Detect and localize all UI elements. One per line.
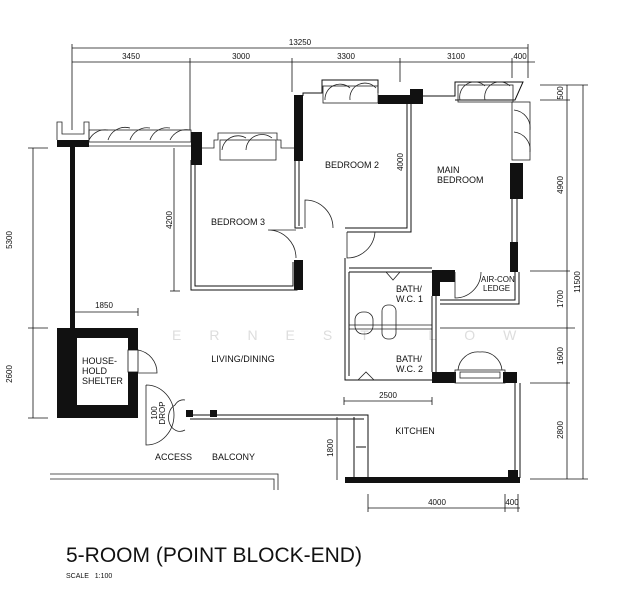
dim-right-4: 1600 (556, 347, 565, 365)
dim-top-3: 3300 (337, 52, 355, 61)
room-label-kitchen: KITCHEN (395, 426, 435, 436)
room-label-main-bedroom-2: BEDROOM (437, 175, 484, 185)
room-label-aircon-line1: AIR-CON (481, 275, 515, 284)
room-label-shelter-1: HOUSE- (82, 356, 117, 366)
room-label-bath-1-line1: BATH/ (396, 284, 422, 294)
living-window (56, 121, 202, 330)
dim-kitchen-side: 1800 (326, 439, 335, 457)
room-label-bedroom-2: BEDROOM 2 (325, 160, 379, 170)
room-label-balcony: BALCONY (212, 452, 255, 462)
dim-bath-width: 2500 (379, 391, 397, 400)
dim-bedroom3-depth: 4200 (165, 211, 174, 229)
dim-top-1: 3450 (122, 52, 140, 61)
access-balcony: 100 DROP ACCESS BALCONY (50, 384, 279, 490)
dim-overall-height: 11500 (573, 271, 582, 293)
plan-title: 5-ROOM (POINT BLOCK-END) (66, 544, 362, 567)
dim-bedroom2-depth: 4000 (396, 153, 405, 171)
room-label-bath-1-line2: W.C. 1 (396, 294, 423, 304)
room-label-shelter-2: HOLD (82, 366, 108, 376)
room-label-bedroom-3: BEDROOM 3 (211, 217, 265, 227)
room-label-shelter-3: SHELTER (82, 376, 123, 386)
drop-label-2: DROP (158, 401, 167, 424)
room-label-aircon-line2: LEDGE (483, 284, 510, 293)
bathrooms: BATH/ W.C. 1 BATH/ W.C. 2 AIR-CON LEDGE (344, 258, 575, 381)
bedroom-2: 4000 BEDROOM 2 (294, 79, 423, 259)
top-dimensions: 13250 3450 3000 3300 3100 400 (71, 38, 535, 130)
dim-right-2: 4900 (556, 176, 565, 194)
room-label-living-dining: LIVING/DINING (211, 354, 275, 364)
dim-top-4: 3100 (447, 52, 465, 61)
left-dimensions: 5300 2600 4200 1850 (5, 147, 180, 419)
dim-overall-width: 13250 (289, 38, 312, 47)
room-label-main-bedroom-1: MAIN (437, 165, 460, 175)
dim-right-3: 1700 (556, 290, 565, 308)
dim-right-5: 2800 (556, 421, 565, 439)
bedroom-3: BEDROOM 3 (190, 132, 303, 291)
dim-right-1: 500 (556, 86, 565, 100)
main-bedroom: MAIN BEDROOM (423, 81, 531, 272)
kitchen: 2500 1800 KITCHEN 4000 400 (190, 351, 521, 512)
room-label-bath-2-line1: BATH/ (396, 354, 422, 364)
dim-top-2: 3000 (232, 52, 250, 61)
drop-label-1: 100 (150, 406, 159, 420)
dim-bottom-1: 4000 (428, 498, 446, 507)
right-dimensions: 500 4900 1700 1600 2800 11500 (530, 84, 588, 480)
dim-left-2: 2600 (5, 365, 14, 383)
dim-bottom-2: 400 (505, 498, 519, 507)
household-shelter: HOUSE- HOLD SHELTER (57, 328, 158, 418)
plan-scale: SCALE 1:100 (66, 573, 112, 580)
dim-shelter-width: 1850 (95, 301, 113, 310)
room-label-access: ACCESS (155, 452, 192, 462)
watermark: ERNEST LOW (172, 327, 544, 343)
dim-top-5: 400 (513, 52, 527, 61)
room-label-bath-2-line2: W.C. 2 (396, 364, 423, 374)
dim-left-1: 5300 (5, 231, 14, 249)
